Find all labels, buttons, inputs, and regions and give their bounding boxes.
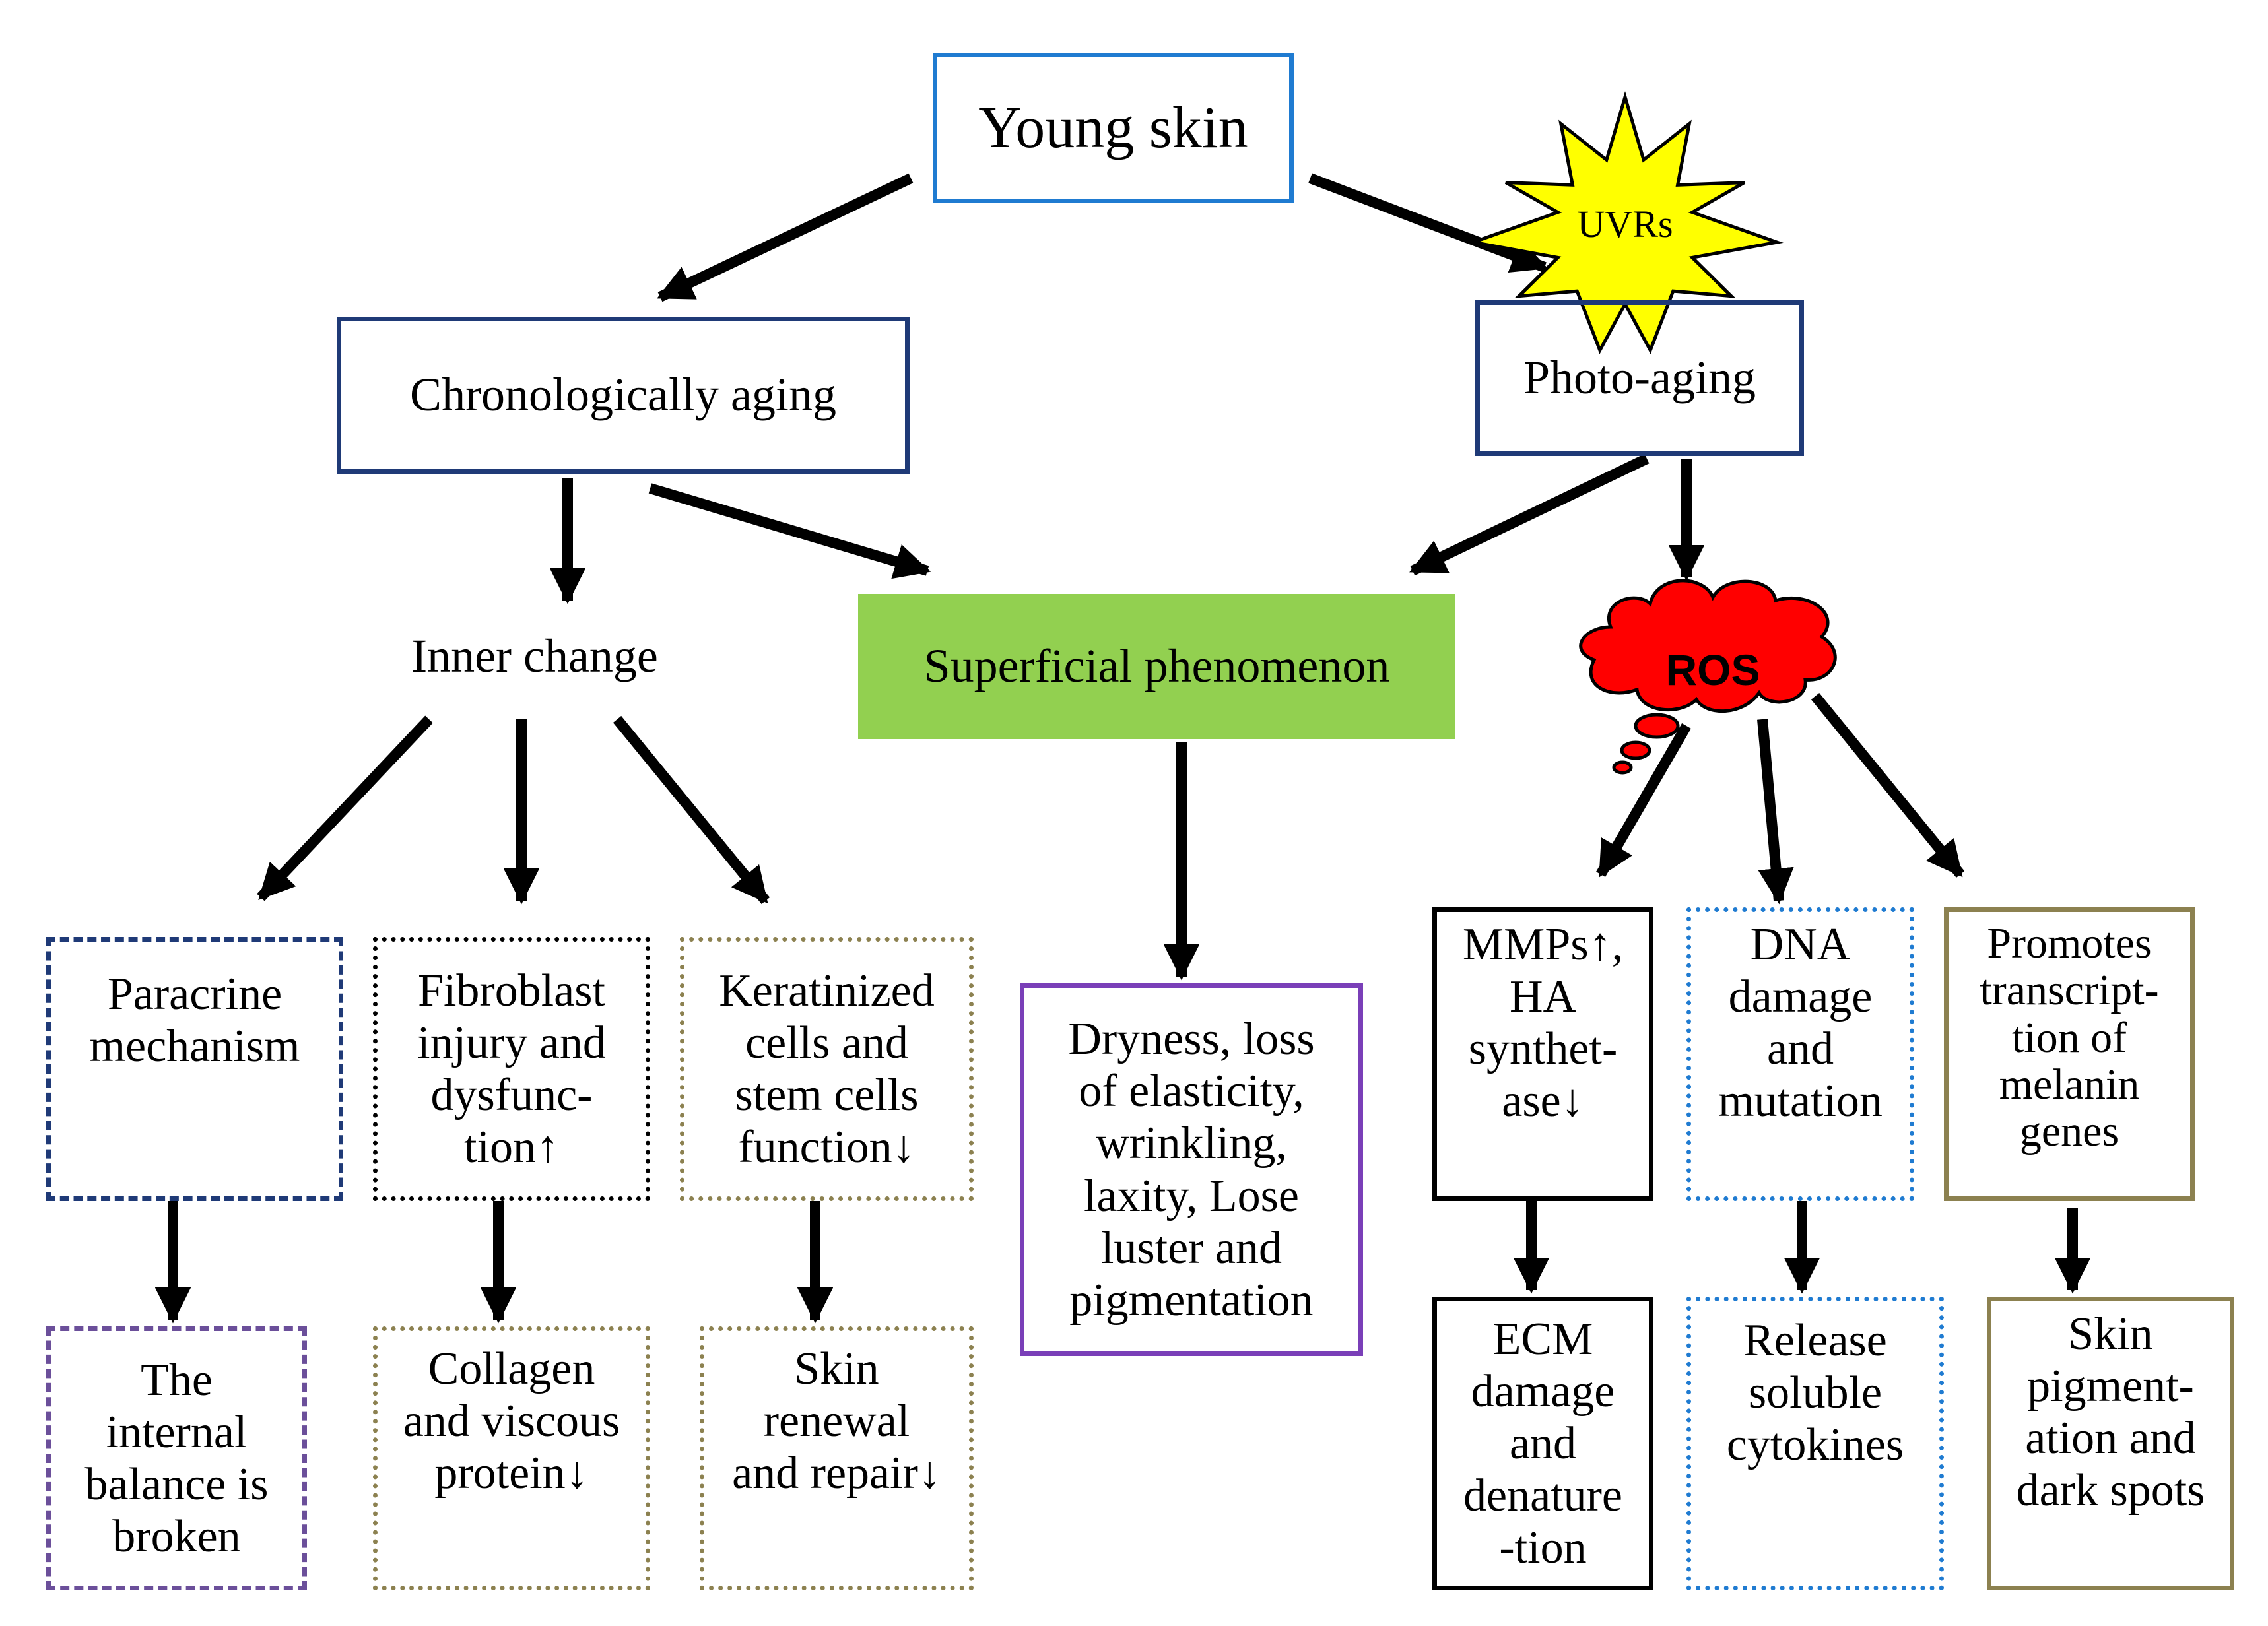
- promotes-line-4: melanin: [1999, 1060, 2140, 1109]
- release-line-1: Release: [1743, 1315, 1887, 1366]
- ecm-line-5: -tion: [1499, 1522, 1587, 1574]
- arrow-inner-to-keratinized: [613, 715, 770, 905]
- collagen-box: Collagen and viscous protein↓: [373, 1326, 650, 1590]
- promotes-box: Promotes transcript- tion of melanin gen…: [1944, 907, 2195, 1201]
- balance-line-1: The: [141, 1354, 213, 1406]
- fibroblast-line-1: Fibroblast: [418, 965, 605, 1016]
- paracrine-line-1: Paracrine: [107, 969, 283, 1020]
- keratinized-line-4: function↓: [738, 1122, 916, 1173]
- keratinized-line-2: cells and: [745, 1017, 908, 1068]
- fibroblast-line-2: injury and: [417, 1017, 606, 1068]
- ecm-line-1: ECM: [1492, 1313, 1593, 1365]
- inner-change-label: Inner change: [411, 630, 658, 683]
- pigment-line-4: dark spots: [2016, 1465, 2205, 1516]
- release-line-3: cytokines: [1726, 1419, 1904, 1471]
- fibroblast-line-4: tion↑: [464, 1122, 559, 1173]
- young-skin-label: Young skin: [978, 95, 1248, 161]
- collagen-line-3: protein↓: [434, 1448, 589, 1499]
- keratinized-box: Keratinized cells and stem cells functio…: [680, 937, 974, 1201]
- balance-line-4: broken: [112, 1511, 241, 1563]
- dryness-line-2: of elasticity,: [1079, 1066, 1304, 1117]
- dna-line-2: damage: [1728, 971, 1873, 1023]
- superficial-phenomenon-label: Superficial phenomenon: [923, 639, 1390, 693]
- promotes-line-3: tion of: [2011, 1013, 2127, 1062]
- arrow-ros-to-dna: [1757, 719, 1794, 905]
- keratinized-line-1: Keratinized: [719, 965, 935, 1016]
- uvrs-label-wrap: UVRs: [1539, 198, 1711, 251]
- chronologically-aging-box: Chronologically aging: [337, 317, 910, 474]
- balance-broken-box: The internal balance is broken: [46, 1326, 307, 1590]
- dryness-line-6: pigmentation: [1069, 1274, 1314, 1326]
- balance-line-2: internal: [106, 1406, 248, 1458]
- release-cytokines-box: Release soluble cytokines: [1686, 1297, 1944, 1590]
- balance-line-3: balance is: [84, 1459, 269, 1510]
- ros-cloud-icon: [1579, 579, 1837, 775]
- renewal-line-3: and repair↓: [732, 1448, 941, 1499]
- dna-line-3: and: [1766, 1024, 1834, 1075]
- fibroblast-box: Fibroblast injury and dysfunc- tion↑: [373, 937, 650, 1201]
- dna-line-1: DNA: [1750, 919, 1851, 970]
- promotes-line-2: transcript-: [1980, 966, 2159, 1015]
- ecm-box: ECM damage and denature -tion: [1432, 1297, 1653, 1590]
- dryness-box: Dryness, loss of elasticity, wrinkling, …: [1020, 983, 1363, 1356]
- dna-damage-box: DNA damage and mutation: [1686, 907, 1914, 1201]
- arrow-chrono-to-superficial: [648, 483, 931, 579]
- mmps-line-2: HA: [1509, 971, 1577, 1023]
- mmps-line-3: synthet-: [1468, 1024, 1618, 1075]
- skin-pigmentation-box: Skin pigment- ation and dark spots: [1987, 1297, 2234, 1590]
- dryness-line-3: wrinkling,: [1096, 1118, 1287, 1169]
- arrow-young-to-photo: [1308, 173, 1549, 273]
- mmps-line-1: MMPs↑,: [1462, 919, 1624, 970]
- collagen-line-2: and viscous: [403, 1396, 620, 1447]
- photo-aging-label: Photo-aging: [1523, 351, 1756, 405]
- uvrs-label: UVRs: [1577, 203, 1673, 246]
- pigment-line-1: Skin: [2068, 1309, 2153, 1359]
- superficial-phenomenon-box: Superficial phenomenon: [858, 594, 1455, 739]
- renewal-line-2: renewal: [763, 1396, 910, 1447]
- young-skin-box: Young skin: [933, 53, 1294, 203]
- ecm-line-4: denature: [1463, 1470, 1622, 1522]
- skin-renewal-box: Skin renewal and repair↓: [700, 1326, 974, 1590]
- dna-line-4: mutation: [1718, 1076, 1883, 1127]
- chronologically-aging-label: Chronologically aging: [410, 368, 836, 422]
- ros-label-wrap: ROS: [1634, 640, 1792, 699]
- renewal-line-1: Skin: [794, 1344, 879, 1394]
- ecm-line-2: damage: [1471, 1365, 1615, 1417]
- keratinized-line-3: stem cells: [735, 1070, 919, 1121]
- arrow-ros-to-mmps: [1596, 723, 1691, 878]
- arrow-ros-to-promotes: [1811, 692, 1965, 878]
- photo-aging-box: Photo-aging: [1475, 300, 1804, 456]
- arrow-inner-to-paracrine: [257, 715, 433, 901]
- pigment-line-3: ation and: [2025, 1413, 2196, 1464]
- mmps-line-4: ase↓: [1502, 1076, 1584, 1127]
- pigment-line-2: pigment-: [2027, 1361, 2194, 1412]
- inner-change-text: Inner change: [370, 620, 700, 693]
- promotes-line-1: Promotes: [1987, 919, 2152, 967]
- promotes-line-5: genes: [2019, 1107, 2119, 1156]
- collagen-line-1: Collagen: [428, 1344, 595, 1394]
- paracrine-line-2: mechanism: [89, 1021, 300, 1072]
- dryness-line-5: luster and: [1100, 1222, 1283, 1274]
- dryness-line-1: Dryness, loss: [1068, 1014, 1315, 1065]
- release-line-2: soluble: [1748, 1367, 1883, 1419]
- fibroblast-line-3: dysfunc-: [430, 1070, 593, 1121]
- arrow-photo-to-superficial: [1409, 453, 1650, 576]
- arrow-young-to-chrono: [657, 173, 914, 302]
- ecm-line-3: and: [1509, 1417, 1577, 1469]
- mmps-box: MMPs↑, HA synthet- ase↓: [1432, 907, 1653, 1201]
- paracrine-mechanism-box: Paracrine mechanism: [46, 937, 343, 1201]
- dryness-line-4: laxity, Lose: [1084, 1170, 1299, 1221]
- ros-label: ROS: [1665, 645, 1760, 694]
